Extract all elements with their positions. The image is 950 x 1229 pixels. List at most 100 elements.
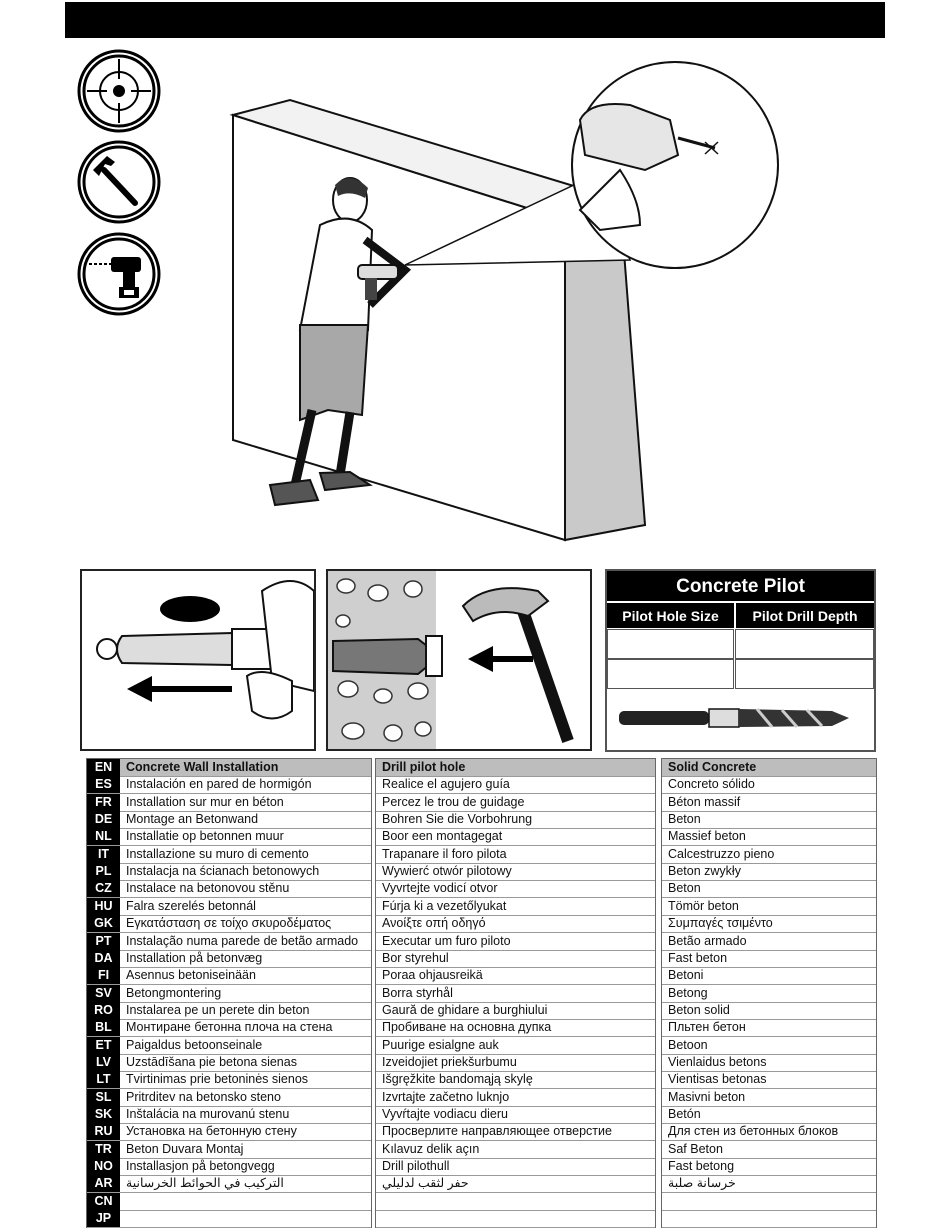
language-code: NO (87, 1158, 120, 1175)
row-text: Vientisas betonas (668, 1072, 767, 1086)
row-text: Trapanare il foro pilota (382, 847, 507, 861)
row-text: Просверлите направляющее отверстие (382, 1124, 612, 1138)
language-code: GK (87, 915, 120, 932)
row-text: Пльтен бетон (668, 1020, 746, 1034)
row-text: Wywierć otwór pilotowy (382, 864, 512, 878)
row-text: Для стен из бетонных блоков (668, 1124, 839, 1138)
row-text: Drill pilot hole (382, 760, 466, 774)
row-text: Installazione su muro di cemento (126, 847, 309, 861)
row-text: Vienlaidus betons (668, 1055, 767, 1069)
row-text: Uzstādīšana pie betona sienas (126, 1055, 297, 1069)
table-row: Trapanare il foro pilota (376, 846, 655, 864)
table-row: JP (87, 1210, 371, 1228)
row-text: Boor een montagegat (382, 829, 503, 843)
anchor-insert-illustration (80, 569, 316, 751)
pilot-hole-size-cell (607, 659, 734, 689)
pilot-drill-depth-cell (735, 629, 874, 659)
row-text: Borra styrhål (382, 986, 453, 1000)
table-row: Vientisas betonas (662, 1071, 876, 1089)
row-text: Montage an Betonwand (126, 812, 259, 826)
target-icon (77, 49, 161, 133)
table-row: Calcestruzzo pieno (662, 846, 876, 864)
table-row: Fúrja ki a vezetőlyukat (376, 898, 655, 916)
row-text: Poraa ohjausreikä (382, 968, 483, 982)
row-text: Installatie op betonnen muur (126, 829, 284, 843)
row-text: Concrete Wall Installation (126, 760, 279, 774)
row-text: حفر لثقب لدليلي (382, 1176, 469, 1190)
table-row (376, 1193, 655, 1211)
table-row: Beton (662, 811, 876, 829)
table-row: Kılavuz delik açın (376, 1141, 655, 1159)
row-text: Instalación en pared de hormigón (126, 777, 312, 791)
row-text: Beton Duvara Montaj (126, 1142, 244, 1156)
table-row: Išgręžkite bandomąją skylę (376, 1071, 655, 1089)
header-bar (65, 2, 885, 38)
table-row: Tömör beton (662, 898, 876, 916)
row-text: Drill pilothull (382, 1159, 450, 1173)
table-row: Beton zwykły (662, 863, 876, 881)
row-text: Vyvrtejte vodicí otvor (382, 881, 498, 895)
table-row: Gaură de ghidare a burghiului (376, 1002, 655, 1020)
table-row: Wywierć otwór pilotowy (376, 863, 655, 881)
row-text: Išgręžkite bandomąją skylę (382, 1072, 533, 1086)
language-code: DA (87, 950, 120, 967)
table-row: Betoni (662, 967, 876, 985)
drilling-wall-illustration (229, 61, 779, 542)
table-row: EN Concrete Wall Installation (87, 759, 371, 777)
language-code: SV (87, 985, 120, 1002)
table-row: Пльтен бетон (662, 1019, 876, 1037)
language-code: BL (87, 1019, 120, 1036)
table-row: Borra styrhål (376, 985, 655, 1003)
language-code: FI (87, 967, 120, 984)
language-code: SK (87, 1106, 120, 1123)
table-row: Solid Concrete (662, 759, 876, 777)
table-row: Executar um furo piloto (376, 933, 655, 951)
row-text: Instalacja na ścianach betonowych (126, 864, 320, 878)
table-row: Izveidojiet priekšurbumu (376, 1054, 655, 1072)
row-text: Fúrja ki a vezetőlyukat (382, 899, 507, 913)
table-row: CN (87, 1193, 371, 1211)
row-text: Betoon (668, 1038, 708, 1052)
table-row (662, 1193, 876, 1211)
row-text: Calcestruzzo pieno (668, 847, 775, 861)
row-text: Instalarea pe un perete din beton (126, 1003, 310, 1017)
pilot-drill-depth-cell (735, 659, 874, 689)
table-row: Fast beton (662, 950, 876, 968)
hammer-anchor-illustration (326, 569, 592, 751)
row-text: Fast beton (668, 951, 728, 965)
table-row: Betong (662, 985, 876, 1003)
row-text: Bor styrehul (382, 951, 449, 965)
row-text: Concreto sólido (668, 777, 755, 791)
language-code: EN (87, 759, 120, 776)
table-row: Betoon (662, 1037, 876, 1055)
language-code: NL (87, 828, 120, 845)
row-text: Bohren Sie die Vorbohrung (382, 812, 533, 826)
table-row: Просверлите направляющее отверстие (376, 1123, 655, 1141)
row-text: Fast betong (668, 1159, 735, 1173)
language-code: RO (87, 1002, 120, 1019)
row-text: Izvrtajte začetno luknjo (382, 1090, 510, 1104)
language-code: RU (87, 1123, 120, 1140)
table-row: Для стен из бетонных блоков (662, 1123, 876, 1141)
row-text: Vyvŕtajte vodiacu dieru (382, 1107, 508, 1121)
row-text: Instalace na betonovou stěnu (126, 881, 290, 895)
table-row: Puurige esialgne auk (376, 1037, 655, 1055)
row-text: Beton zwykły (668, 864, 741, 878)
row-text: Установка на бетонную стену (126, 1124, 297, 1138)
language-code: LV (87, 1054, 120, 1071)
table-row: خرسانة صلبة (662, 1175, 876, 1193)
table-row: Betón (662, 1106, 876, 1124)
table-row: Fast betong (662, 1158, 876, 1176)
hammer-icon (77, 140, 161, 224)
